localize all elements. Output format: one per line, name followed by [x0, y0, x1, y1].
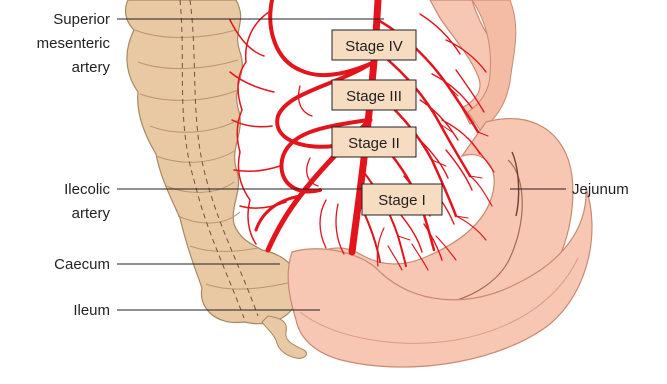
jejunum-label: Jejunum — [572, 181, 629, 198]
stage-i-label: Stage I — [378, 192, 426, 209]
ileocolic-label-line1: Ilecolic — [64, 181, 110, 198]
stage-ii-box: Stage II — [332, 127, 416, 157]
ileum-label: Ileum — [73, 302, 110, 319]
ileocolic-label-line2: artery — [72, 205, 111, 222]
caecum-label: Caecum — [54, 256, 110, 273]
superior-mesenteric-label-line1: Superior — [53, 11, 110, 28]
stage-iv-box: Stage IV — [332, 30, 416, 60]
superior-mesenteric-label-line3: artery — [72, 59, 111, 76]
superior-mesenteric-label-line2: mesenteric — [37, 35, 111, 52]
stage-iii-box: Stage III — [332, 80, 416, 110]
stage-iii-label: Stage III — [346, 88, 402, 105]
stage-ii-label: Stage II — [348, 135, 400, 152]
stage-iv-label: Stage IV — [345, 38, 403, 55]
stage-i-box: Stage I — [362, 184, 442, 215]
